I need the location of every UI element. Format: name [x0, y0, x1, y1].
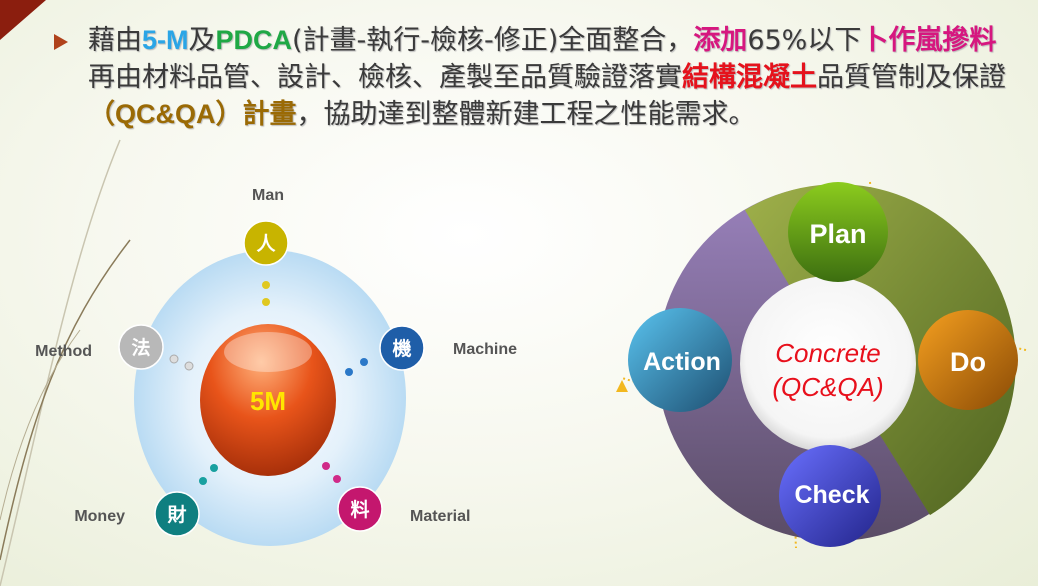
pdca-center-line2: (QC&QA): [772, 372, 883, 402]
node-ball: [379, 325, 425, 371]
five-m-node-method: 法 Method: [35, 324, 164, 370]
node-ball: [154, 491, 200, 537]
corner-triangle: [0, 0, 46, 40]
five-m-center-label: 5M: [250, 386, 286, 416]
text-pdca: PDCA: [215, 25, 293, 55]
connector-dots: [169, 281, 368, 485]
bullet-arrow-icon: [54, 34, 68, 50]
node-ball: [337, 486, 383, 532]
node-label: Machine: [453, 341, 517, 358]
text: 65%以下: [747, 25, 862, 56]
text: 品質管制及保證: [817, 62, 1006, 93]
text: 及: [188, 25, 216, 56]
five-m-node-money: 財 Money: [74, 491, 200, 537]
text-qcqa-plan: （QC&QA）計畫: [88, 99, 297, 129]
text: 再由材料品管、設計、檢核、產製至品質驗證落實: [88, 62, 682, 93]
text: ，協助達到整體新建工程之性能需求。: [296, 99, 756, 130]
node-label: Man: [252, 187, 284, 204]
pdca-center-circle: [740, 276, 916, 452]
text-5m: 5-M: [142, 25, 189, 55]
node-char: 料: [350, 498, 369, 521]
node-ball: [118, 324, 164, 370]
description-paragraph: 藉由5-M及PDCA(計畫-執行-檢核-修正)全面整合，添加65%以下卜作嵐摻料…: [88, 22, 1018, 133]
node-char: 人: [256, 233, 276, 255]
pdca-center-line1: Concrete: [775, 338, 881, 368]
decor-curve: [0, 139, 121, 586]
text-add: 添加: [693, 25, 748, 55]
plan-label: Plan: [809, 219, 866, 249]
decor-curve: [0, 239, 131, 561]
text-pozzolan: 卜作嵐摻料: [861, 25, 997, 55]
check-ball: Check: [779, 445, 881, 547]
plan-ball: Plan: [788, 182, 888, 282]
arrow-head-icon: [616, 380, 628, 392]
decor-curve: [0, 329, 81, 521]
action-label: Action: [643, 348, 721, 376]
node-char: 財: [167, 503, 186, 526]
five-m-diagram: 5M 人 Man 機 Machine 料 Material 財 Money 法 Method: [35, 187, 517, 546]
node-ball: [243, 220, 289, 266]
node-label: Money: [74, 508, 125, 525]
five-m-center-ball: [200, 324, 336, 476]
check-label: Check: [794, 481, 869, 509]
text-structural-concrete: 結構混凝土: [682, 62, 817, 92]
action-ball: Action: [628, 308, 732, 412]
do-label: Do: [950, 347, 986, 377]
text: 藉由: [88, 25, 142, 56]
five-m-node-man: 人 Man: [243, 187, 289, 266]
node-char: 法: [131, 336, 150, 359]
pdca-diagram: Concrete (QC&QA) Plan Do Check Action: [616, 181, 1027, 549]
five-m-node-machine: 機 Machine: [379, 325, 517, 371]
node-label: Material: [410, 508, 470, 525]
do-ball: Do: [918, 310, 1018, 410]
node-label: Method: [35, 343, 92, 360]
five-m-node-material: 料 Material: [337, 486, 470, 532]
text: (計畫-執行-檢核-修正)全面整合，: [292, 25, 694, 56]
node-char: 機: [392, 337, 411, 360]
